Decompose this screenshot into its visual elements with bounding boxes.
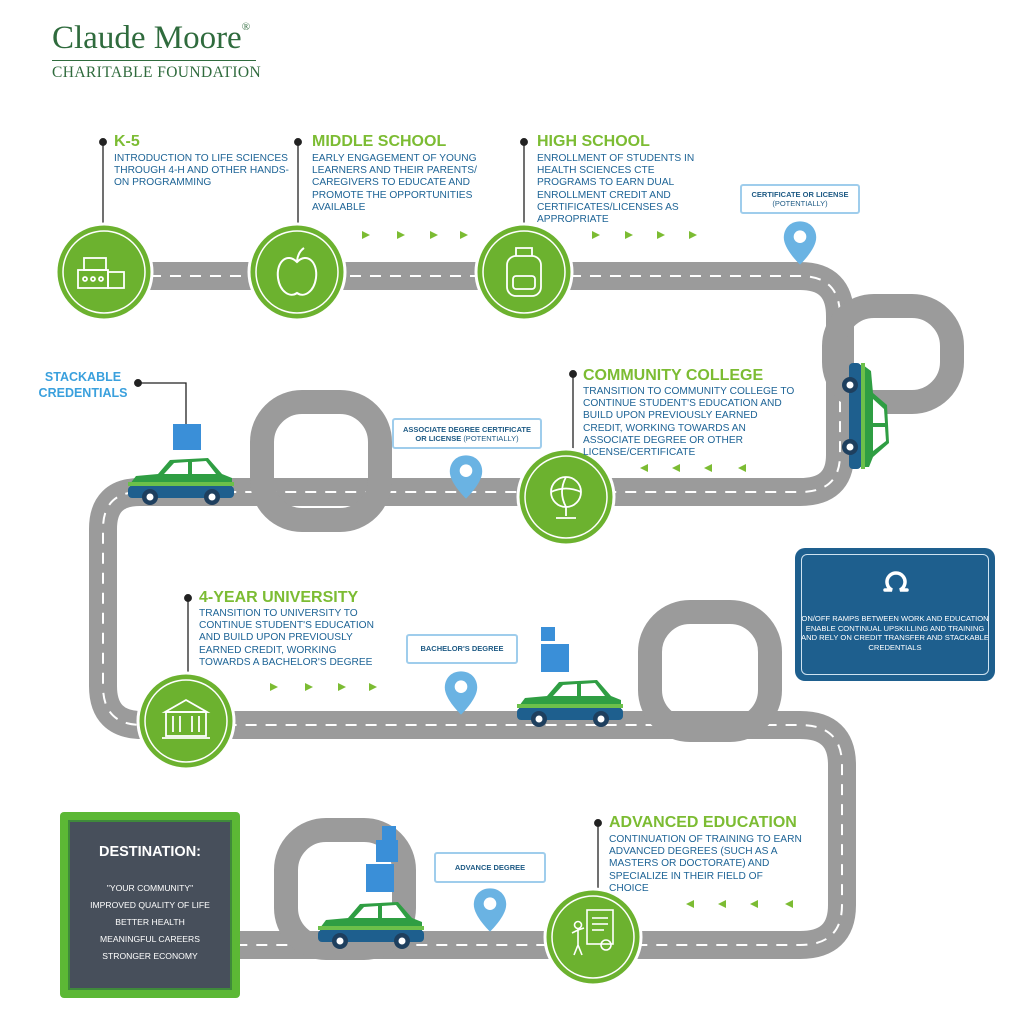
apple-icon: [276, 247, 318, 296]
university-building-icon: [161, 698, 211, 739]
stage-desc-advanced-education: CONTINUATION OF TRAINING TO EARN ADVANCE…: [609, 834, 802, 894]
map-pin-bachelor: [444, 671, 478, 715]
brand-logo: Claude Moore®: [52, 22, 250, 55]
destination-line: STRONGER ECONOMY: [102, 951, 198, 961]
stage-title-community-college: COMMUNITY COLLEGE: [583, 367, 764, 384]
car-advance: [318, 826, 424, 949]
stage-title-advanced-education: ADVANCED EDUCATION: [609, 814, 797, 831]
destination-line: BETTER HEALTH: [115, 917, 185, 927]
stage-desc-k5: INTRODUCTION TO LIFE SCIENCES THROUGH 4-…: [114, 153, 289, 189]
stage-title-high-school: HIGH SCHOOL: [537, 133, 650, 150]
diploma-icon: [571, 909, 614, 956]
stackable-line2: CREDENTIALS: [38, 386, 128, 401]
onoff-ramps-box: ON/OFF RAMPS BETWEEN WORK AND EDUCATION …: [795, 548, 995, 681]
stage-circle-advanced-education: [543, 887, 643, 987]
road-path: [70, 262, 964, 960]
stage-circle-middle-school: [247, 222, 347, 322]
brand-subtitle: CHARITABLE FOUNDATION: [52, 64, 262, 81]
destination-title: DESTINATION:: [98, 844, 202, 860]
car-stackable: [128, 424, 234, 505]
milestone-associate-label: ASSOCIATE DEGREE CERTIFICATE OR LICENSE: [402, 425, 532, 444]
destination-box: DESTINATION: "YOUR COMMUNITY" IMPROVED Q…: [60, 812, 240, 998]
milestone-advance-label: ADVANCE DEGREE: [454, 862, 526, 872]
milestone-bachelor-label: BACHELOR'S DEGREE: [420, 644, 504, 654]
milestone-bachelor: BACHELOR'S DEGREE: [406, 634, 518, 664]
stage-desc-university: TRANSITION TO UNIVERSITY TO CONTINUE STU…: [199, 608, 374, 668]
destination-line: IMPROVED QUALITY OF LIFE: [90, 900, 210, 910]
stage-circle-community-college: [516, 447, 616, 547]
milestone-advance: ADVANCE DEGREE: [434, 852, 546, 883]
milestone-associate: ASSOCIATE DEGREE CERTIFICATE OR LICENSE …: [392, 418, 542, 449]
stage-desc-community-college: TRANSITION TO COMMUNITY COLLEGE TO CONTI…: [583, 386, 795, 459]
brand-name: Claude Moore: [52, 20, 242, 56]
map-pin-certificate: [783, 221, 817, 265]
destination-list: "YOUR COMMUNITY" IMPROVED QUALITY OF LIF…: [70, 880, 230, 965]
stackable-line1: STACKABLE: [44, 370, 122, 384]
stage-circle-high-school: [474, 222, 574, 322]
milestone-certificate: CERTIFICATE OR LICENSE (POTENTIALLY): [740, 184, 860, 214]
callout-connectors: [99, 138, 602, 898]
stage-title-middle-school: MIDDLE SCHOOL: [312, 133, 447, 150]
logo-divider: [52, 60, 256, 61]
ramp-loop-icon: [883, 571, 909, 592]
stage-circle-k5: [54, 222, 154, 322]
globe-icon: [550, 476, 582, 519]
map-pin-advance: [473, 888, 507, 932]
stage-circle-university: [136, 671, 236, 771]
backpack-icon: [506, 247, 542, 297]
car-bachelor: [517, 627, 623, 727]
milestone-certificate-note: (POTENTIALLY): [772, 199, 828, 208]
onoff-ramps-text: ON/OFF RAMPS BETWEEN WORK AND EDUCATION …: [801, 614, 989, 653]
stage-title-k5: K-5: [114, 133, 140, 150]
stage-desc-high-school: ENROLLMENT OF STUDENTS IN HEALTH SCIENCE…: [537, 153, 695, 226]
blocks-icon: [77, 257, 125, 289]
milestone-associate-note: (POTENTIALLY): [463, 434, 519, 444]
direction-arrows: [270, 231, 793, 908]
stage-desc-middle-school: EARLY ENGAGEMENT OF YOUNG LEARNERS AND T…: [312, 153, 477, 213]
destination-line: MEANINGFUL CAREERS: [100, 934, 200, 944]
stackable-credentials-label: STACKABLE CREDENTIALS: [30, 369, 136, 402]
stage-title-university: 4-YEAR UNIVERSITY: [199, 589, 359, 606]
milestone-certificate-label: CERTIFICATE OR LICENSE: [751, 189, 849, 199]
car-vertical: [842, 363, 889, 469]
registered-mark: ®: [241, 21, 251, 33]
destination-line: "YOUR COMMUNITY": [106, 883, 194, 893]
